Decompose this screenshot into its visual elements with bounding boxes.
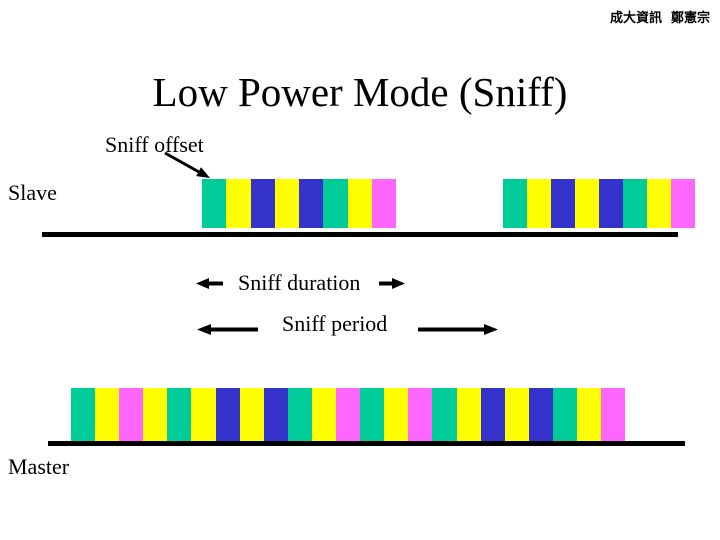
slot-teal bbox=[623, 179, 647, 228]
slot-blue bbox=[215, 388, 240, 441]
slot-yellow bbox=[576, 388, 602, 441]
credit-text: 成大資訊 鄭憲宗 bbox=[609, 11, 710, 26]
sniff-period-label: Sniff period bbox=[282, 311, 388, 336]
sniff-period-arrow-left bbox=[197, 324, 258, 335]
slot-teal bbox=[71, 388, 96, 441]
slot-yellow bbox=[143, 388, 168, 441]
slot-teal bbox=[552, 388, 577, 441]
slot-yellow bbox=[347, 179, 372, 228]
slot-yellow bbox=[504, 388, 529, 441]
slot-blue bbox=[263, 388, 288, 441]
slide-title: Low Power Mode (Sniff) bbox=[152, 69, 568, 115]
slot-blue bbox=[250, 179, 275, 228]
slot-teal bbox=[503, 179, 527, 228]
slot-teal bbox=[432, 388, 457, 441]
slave-rx-burst-1 bbox=[202, 179, 396, 228]
slot-yellow bbox=[226, 179, 251, 228]
slot-yellow bbox=[456, 388, 481, 441]
slot-pink bbox=[601, 388, 626, 441]
slot-blue bbox=[551, 179, 575, 228]
slot-blue bbox=[528, 388, 553, 441]
sniff-duration-arrow-right bbox=[379, 278, 405, 289]
slot-yellow bbox=[527, 179, 551, 228]
slot-pink bbox=[408, 388, 433, 441]
slot-yellow bbox=[191, 388, 216, 441]
slot-pink bbox=[671, 179, 695, 228]
slot-teal bbox=[360, 388, 385, 441]
sniff-duration-label: Sniff duration bbox=[238, 270, 361, 295]
slot-teal bbox=[167, 388, 192, 441]
sniff-duration-arrow-left bbox=[196, 278, 223, 289]
slave-timeline bbox=[42, 232, 678, 237]
sniff-period-arrow-right bbox=[418, 324, 498, 335]
slot-blue bbox=[480, 388, 505, 441]
slot-yellow bbox=[95, 388, 120, 441]
slot-yellow bbox=[575, 179, 599, 228]
master-timeline bbox=[48, 441, 685, 446]
slot-yellow bbox=[647, 179, 671, 228]
slot-teal bbox=[287, 388, 312, 441]
master-slot-strip bbox=[71, 388, 626, 441]
slave-label: Slave bbox=[8, 180, 57, 205]
slot-blue bbox=[599, 179, 623, 228]
slave-rx-burst-2 bbox=[503, 179, 695, 228]
slot-yellow bbox=[239, 388, 264, 441]
slot-yellow bbox=[384, 388, 409, 441]
slot-pink bbox=[336, 388, 361, 441]
sniff-offset-label: Sniff offset bbox=[105, 132, 204, 157]
slot-teal bbox=[202, 179, 227, 228]
master-label: Master bbox=[8, 454, 70, 479]
slot-pink bbox=[119, 388, 144, 441]
slot-pink bbox=[371, 179, 396, 228]
sniff-offset-arrow bbox=[164, 151, 210, 178]
slot-yellow bbox=[311, 388, 337, 441]
slot-teal bbox=[323, 179, 348, 228]
slot-blue bbox=[299, 179, 324, 228]
slot-yellow bbox=[274, 179, 299, 228]
